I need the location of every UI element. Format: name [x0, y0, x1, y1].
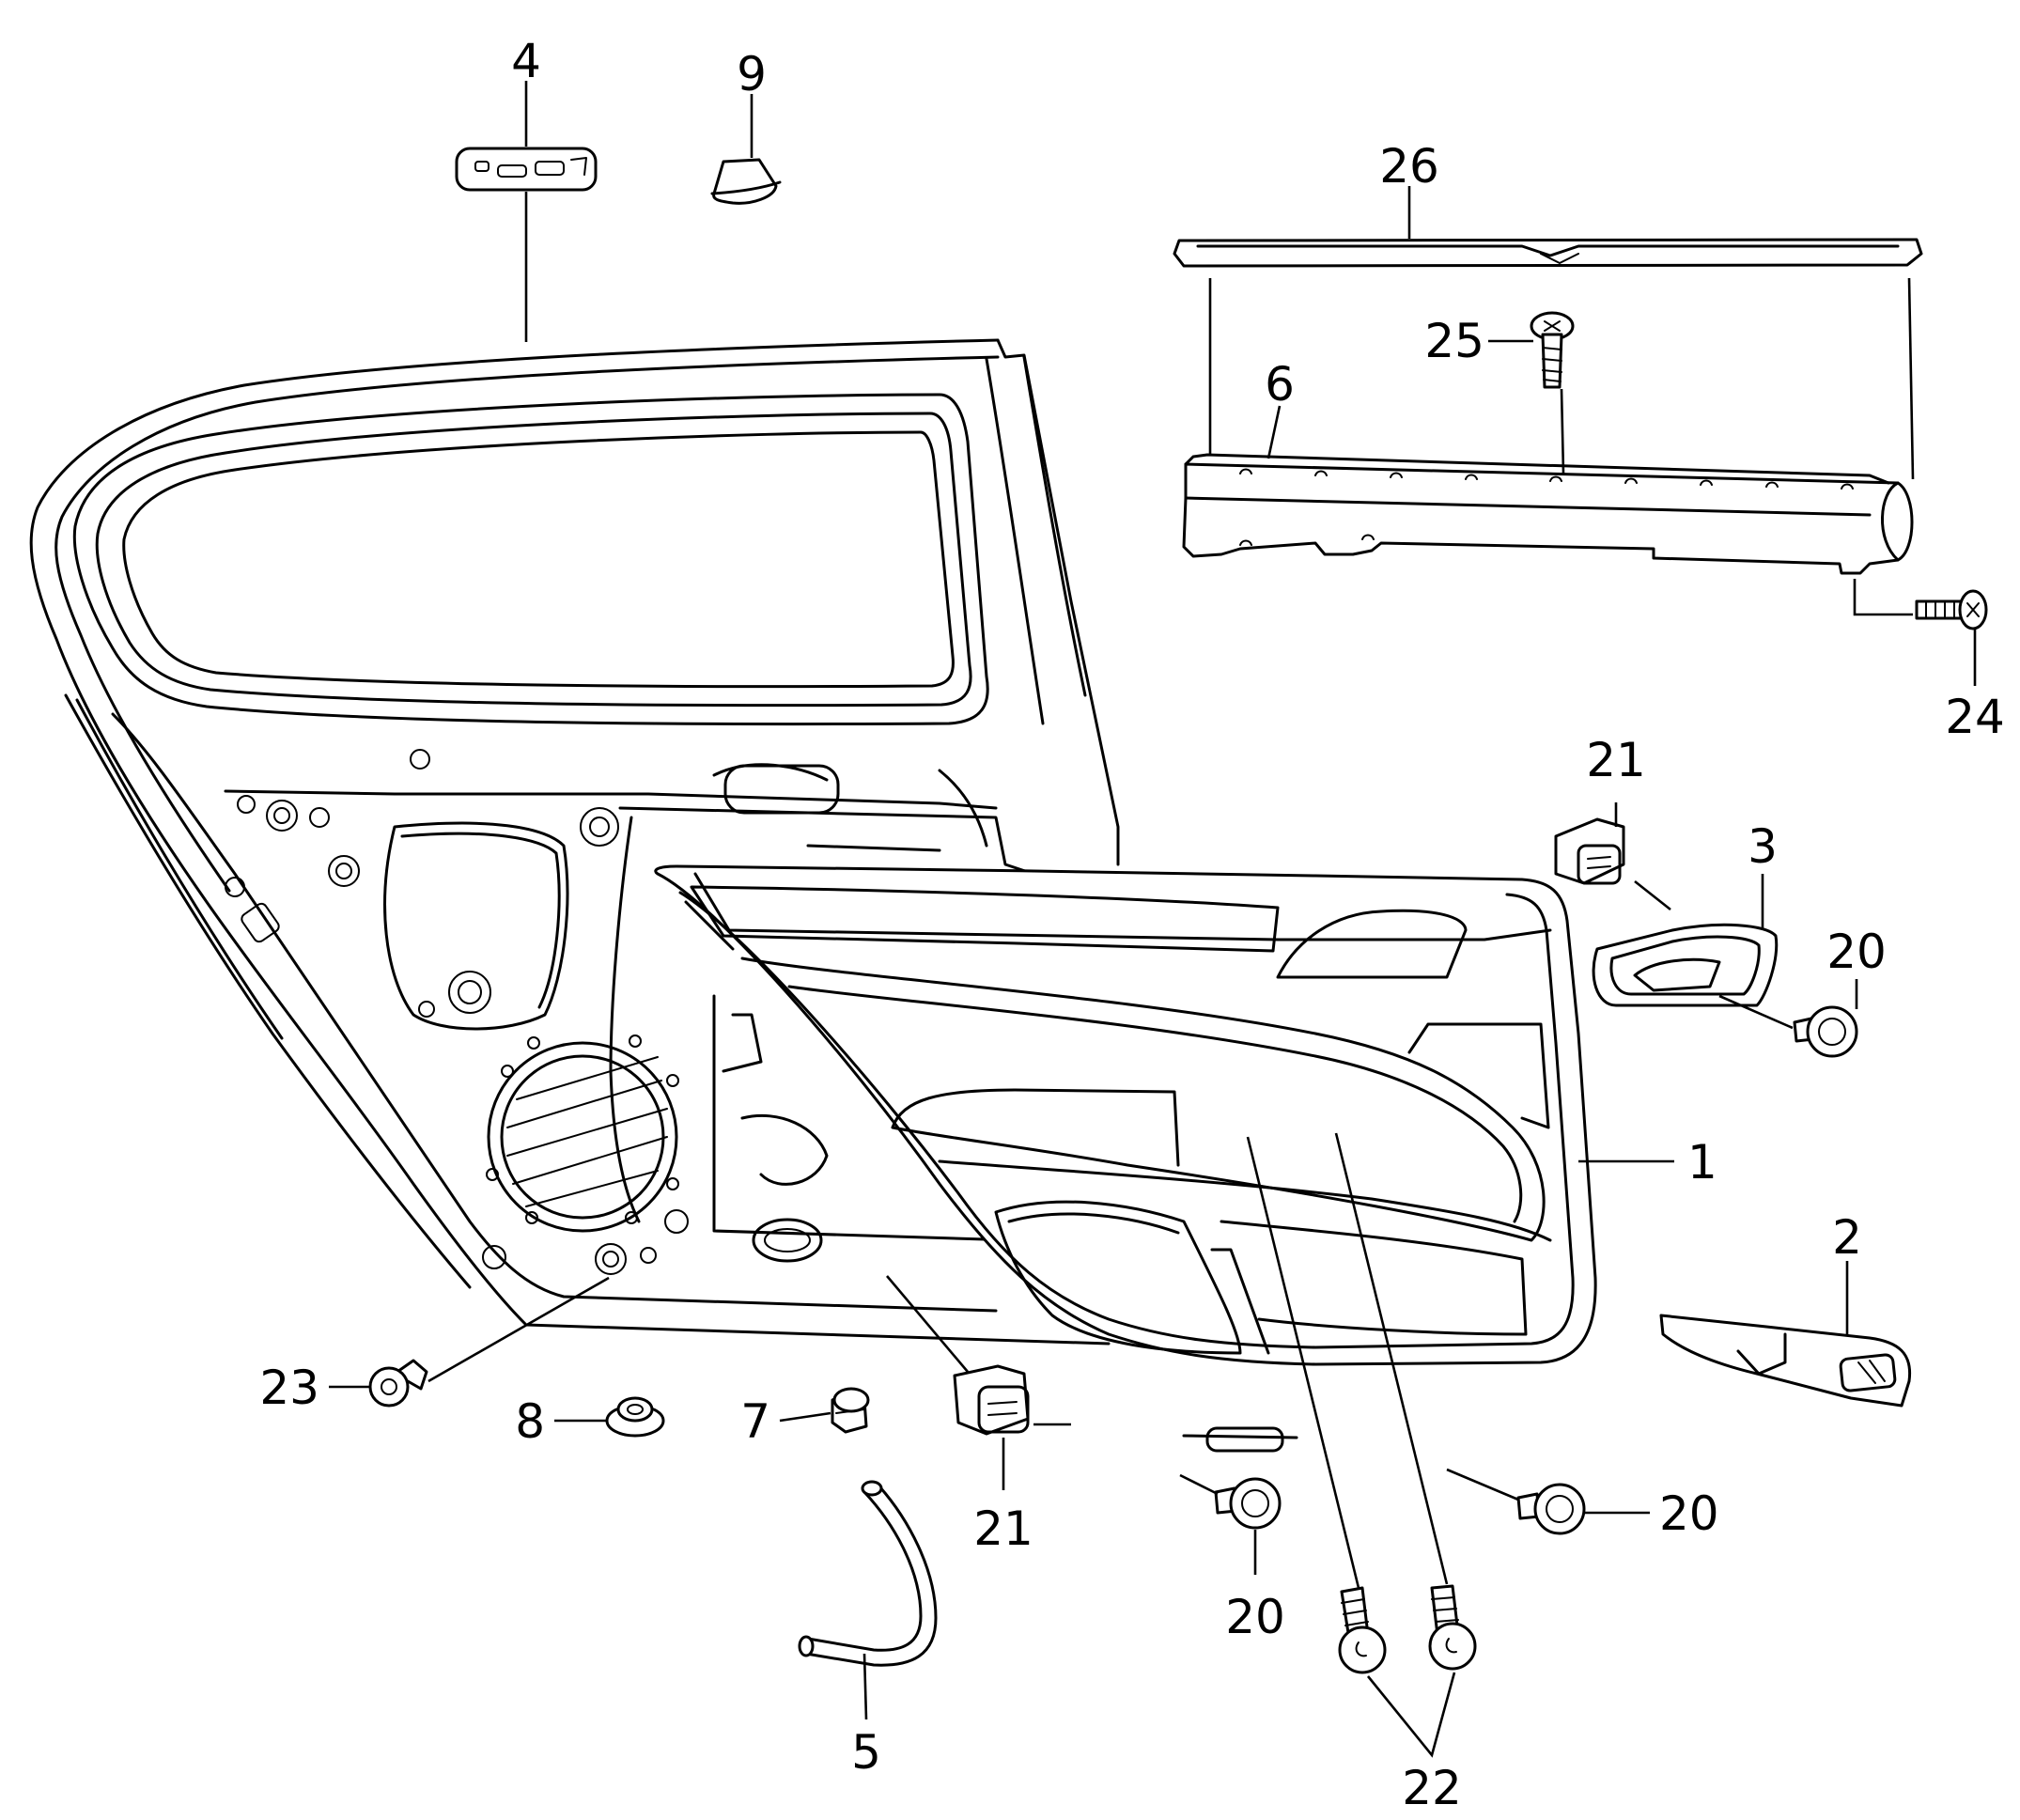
clip-23-part [368, 1359, 428, 1408]
window-seal-part [1182, 453, 1914, 575]
push-clip-20-lower-right-part [1516, 1483, 1586, 1535]
switch-panel-part [1659, 1314, 1912, 1408]
callout-1: 1 [1687, 1135, 1717, 1190]
push-clip-20-bottom-part [1214, 1477, 1282, 1530]
trim-strip-part [1173, 238, 1923, 268]
callout-21-upper: 21 [1586, 733, 1646, 787]
callout-25: 25 [1424, 314, 1484, 368]
callout-20-right: 20 [1826, 925, 1887, 979]
label-plate-part [455, 147, 598, 192]
callout-5: 5 [851, 1725, 881, 1780]
plug-7-part [831, 1387, 870, 1434]
callout-3: 3 [1748, 819, 1778, 874]
cap-part [710, 158, 782, 205]
clip-21-lower-part [953, 1364, 1030, 1436]
grommet-8-part [605, 1396, 665, 1438]
callout-6: 6 [1265, 357, 1295, 412]
callout-9: 9 [737, 47, 767, 101]
handle-bezel-part [1592, 923, 1779, 1007]
callout-7: 7 [740, 1394, 770, 1449]
door-shell [29, 338, 1120, 1346]
callout-20-lower-right: 20 [1659, 1486, 1719, 1541]
callout-4: 4 [511, 34, 541, 88]
callout-2: 2 [1832, 1210, 1862, 1265]
screw-22-left-part [1338, 1586, 1387, 1674]
callout-24: 24 [1945, 690, 2005, 744]
push-clip-20-right-part [1793, 1005, 1858, 1058]
callout-26: 26 [1379, 139, 1439, 194]
callout-20-bottom: 20 [1225, 1590, 1285, 1644]
callout-labels: 4 9 26 25 6 24 21 3 20 1 2 23 8 7 21 20 … [259, 34, 2004, 1815]
leader-lines [329, 81, 1977, 1758]
hose-5-part [798, 1480, 938, 1667]
clip-21-upper-part [1554, 817, 1625, 885]
callout-8: 8 [515, 1394, 545, 1449]
screw-22-right-part [1428, 1584, 1477, 1671]
callout-23: 23 [259, 1361, 319, 1415]
callout-22: 22 [1402, 1761, 1462, 1815]
door-trim-panel [654, 864, 1597, 1453]
screw-25-part [1530, 311, 1575, 389]
screw-24-part [1915, 589, 1988, 630]
callout-21-lower: 21 [973, 1501, 1033, 1556]
